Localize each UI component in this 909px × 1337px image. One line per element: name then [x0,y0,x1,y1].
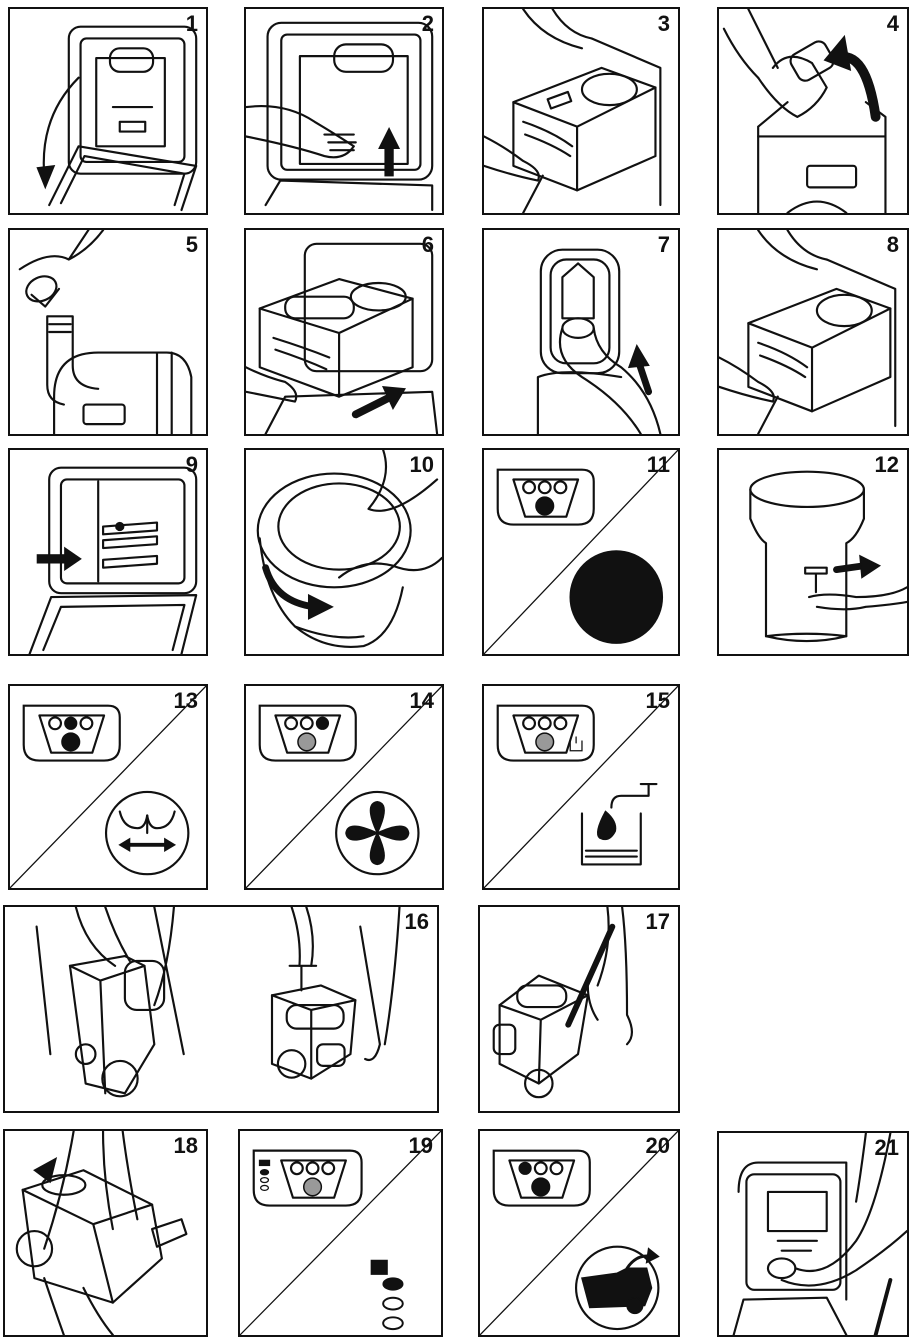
step-panel-1: 1 [8,7,208,215]
indicator-empty-icon [480,1131,678,1335]
indicator-full-icon [484,450,678,654]
step-number: 19 [409,1133,433,1159]
step-panel-20: 20 [478,1129,680,1337]
step-number: 9 [186,452,198,478]
rotate-bowl-icon [246,450,442,654]
insert-tank-icon [246,230,442,434]
step-number: 10 [410,452,434,478]
step-panel-7: 7 [482,228,680,436]
step-number: 6 [422,232,434,258]
step-number: 7 [658,232,670,258]
step-number: 3 [658,11,670,37]
indicator-level-icon [240,1131,441,1335]
step-number: 2 [422,11,434,37]
step-panel-14: 14 [244,684,444,890]
step-panel-19: 19 [238,1129,443,1337]
step-panel-9: 9 [8,448,208,656]
step-panel-21: 21 [717,1131,909,1337]
step-panel-5: 5 [8,228,208,436]
roll-tank-icon [480,907,678,1111]
step-number: 18 [174,1133,198,1159]
step-number: 1 [186,11,198,37]
step-panel-8: 8 [717,228,909,436]
pull-out-tank-icon [484,9,678,213]
step-panel-4: 4 [717,7,909,215]
step-number: 8 [887,232,899,258]
step-number: 17 [646,909,670,935]
indicator-water-icon [484,686,678,888]
step-number: 11 [647,452,670,478]
carry-tank-icon [5,907,437,1111]
step-number: 13 [174,688,198,714]
step-panel-16: 16 [3,905,439,1113]
step-number: 14 [410,688,434,714]
rotate-spout-icon [719,9,907,213]
hose-fill-icon [484,230,678,434]
remove-cap-icon [10,230,206,434]
step-number: 15 [646,688,670,714]
step-panel-13: 13 [8,684,208,890]
step-number: 21 [875,1135,899,1161]
empty-tank-icon [5,1131,206,1335]
step-number: 4 [887,11,899,37]
step-number: 20 [646,1133,670,1159]
step-panel-10: 10 [244,448,444,656]
replace-tank-icon [719,1133,907,1335]
step-panel-6: 6 [244,228,444,436]
push-in-tank-icon [719,230,907,434]
open-door-arrow-icon [10,9,206,213]
step-number: 5 [186,232,198,258]
step-panel-15: 15 [482,684,680,890]
step-number: 12 [875,452,899,478]
step-number: 16 [405,909,429,935]
step-panel-2: 2 [244,7,444,215]
step-panel-3: 3 [482,7,680,215]
indicator-valve-icon [10,686,206,888]
step-panel-17: 17 [478,905,680,1113]
step-panel-18: 18 [3,1129,208,1337]
indicator-fan-icon [246,686,442,888]
step-panel-12: 12 [717,448,909,656]
hand-lift-up-icon [246,9,442,213]
pull-valve-icon [719,450,907,654]
slide-lock-icon [10,450,206,654]
step-panel-11: 11 [482,448,680,656]
